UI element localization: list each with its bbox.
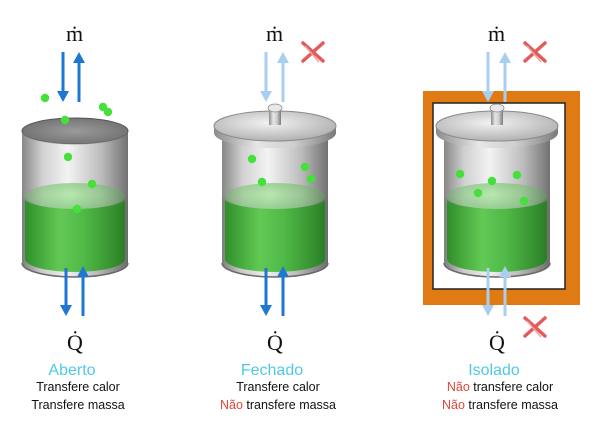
heat-symbol: Q̇	[67, 330, 83, 355]
heat-out-arrow	[499, 266, 511, 316]
transfer-line: Não transfere massa	[442, 398, 558, 412]
gas-particle	[455, 169, 465, 179]
heat-out-arrow	[277, 266, 289, 316]
heat-symbol: Q̇	[267, 330, 283, 355]
heat-in-arrow	[60, 268, 72, 316]
negation-word: Não	[447, 380, 470, 394]
heat-in-arrow	[260, 268, 272, 316]
system-name: Aberto	[48, 362, 95, 379]
gas-particle	[40, 93, 50, 103]
liquid-body	[25, 196, 125, 272]
container-lid	[435, 103, 559, 148]
mass-out-arrow	[499, 52, 511, 102]
transfer-line: Não transfere massa	[220, 398, 336, 412]
container-glass	[222, 131, 328, 209]
heat-symbol: Q̇	[489, 330, 505, 355]
mass-in-arrow	[57, 52, 69, 102]
transfer-text: Transfere calor	[36, 380, 120, 394]
mass-out-arrow	[73, 52, 85, 102]
system-name: Fechado	[241, 362, 303, 379]
gas-particle	[60, 115, 70, 125]
gas-particle	[306, 174, 316, 184]
liquid-body	[225, 196, 325, 272]
transfer-line: Transfere massa	[31, 398, 124, 412]
gas-particle	[247, 154, 257, 164]
container-lid	[213, 103, 337, 148]
mass-in-arrow	[260, 52, 272, 102]
transfer-text: transfere calor	[470, 380, 553, 394]
transfer-line: Não transfere calor	[447, 380, 553, 394]
gas-particle	[487, 176, 497, 186]
transfer-text: transfere massa	[243, 398, 336, 412]
negation-word: Não	[220, 398, 243, 412]
mass-flow-symbol: ṁ	[66, 21, 83, 46]
gas-particle	[519, 196, 529, 206]
negation-word: Não	[442, 398, 465, 412]
heat-in-arrow	[482, 268, 494, 316]
gas-particle	[72, 204, 82, 214]
system-name: Isolado	[468, 362, 520, 379]
transfer-line: Transfere calor	[36, 380, 120, 394]
gas-particle	[103, 107, 113, 117]
gas-particle	[300, 162, 310, 172]
mass-out-arrow	[277, 52, 289, 102]
gas-particle	[473, 188, 483, 198]
gas-particle	[63, 152, 73, 162]
container-rim	[21, 117, 129, 145]
heat-out-arrow	[77, 266, 89, 316]
gas-particle	[257, 177, 267, 187]
mass-flow-symbol: ṁ	[266, 21, 283, 46]
gas-particle	[512, 170, 522, 180]
heat-blocked-cross-icon	[523, 316, 547, 338]
transfer-text: Transfere calor	[236, 380, 320, 394]
mass-flow-symbol: ṁ	[488, 21, 505, 46]
mass-in-arrow	[482, 52, 494, 102]
gas-particle	[87, 179, 97, 189]
transfer-line: Transfere calor	[236, 380, 320, 394]
container-glass	[444, 131, 550, 209]
container-glass	[22, 131, 128, 209]
transfer-text: Transfere massa	[31, 398, 124, 412]
transfer-text: transfere massa	[465, 398, 558, 412]
mass-blocked-cross-icon	[523, 41, 547, 63]
mass-blocked-cross-icon	[301, 41, 325, 63]
liquid-body	[447, 196, 547, 272]
